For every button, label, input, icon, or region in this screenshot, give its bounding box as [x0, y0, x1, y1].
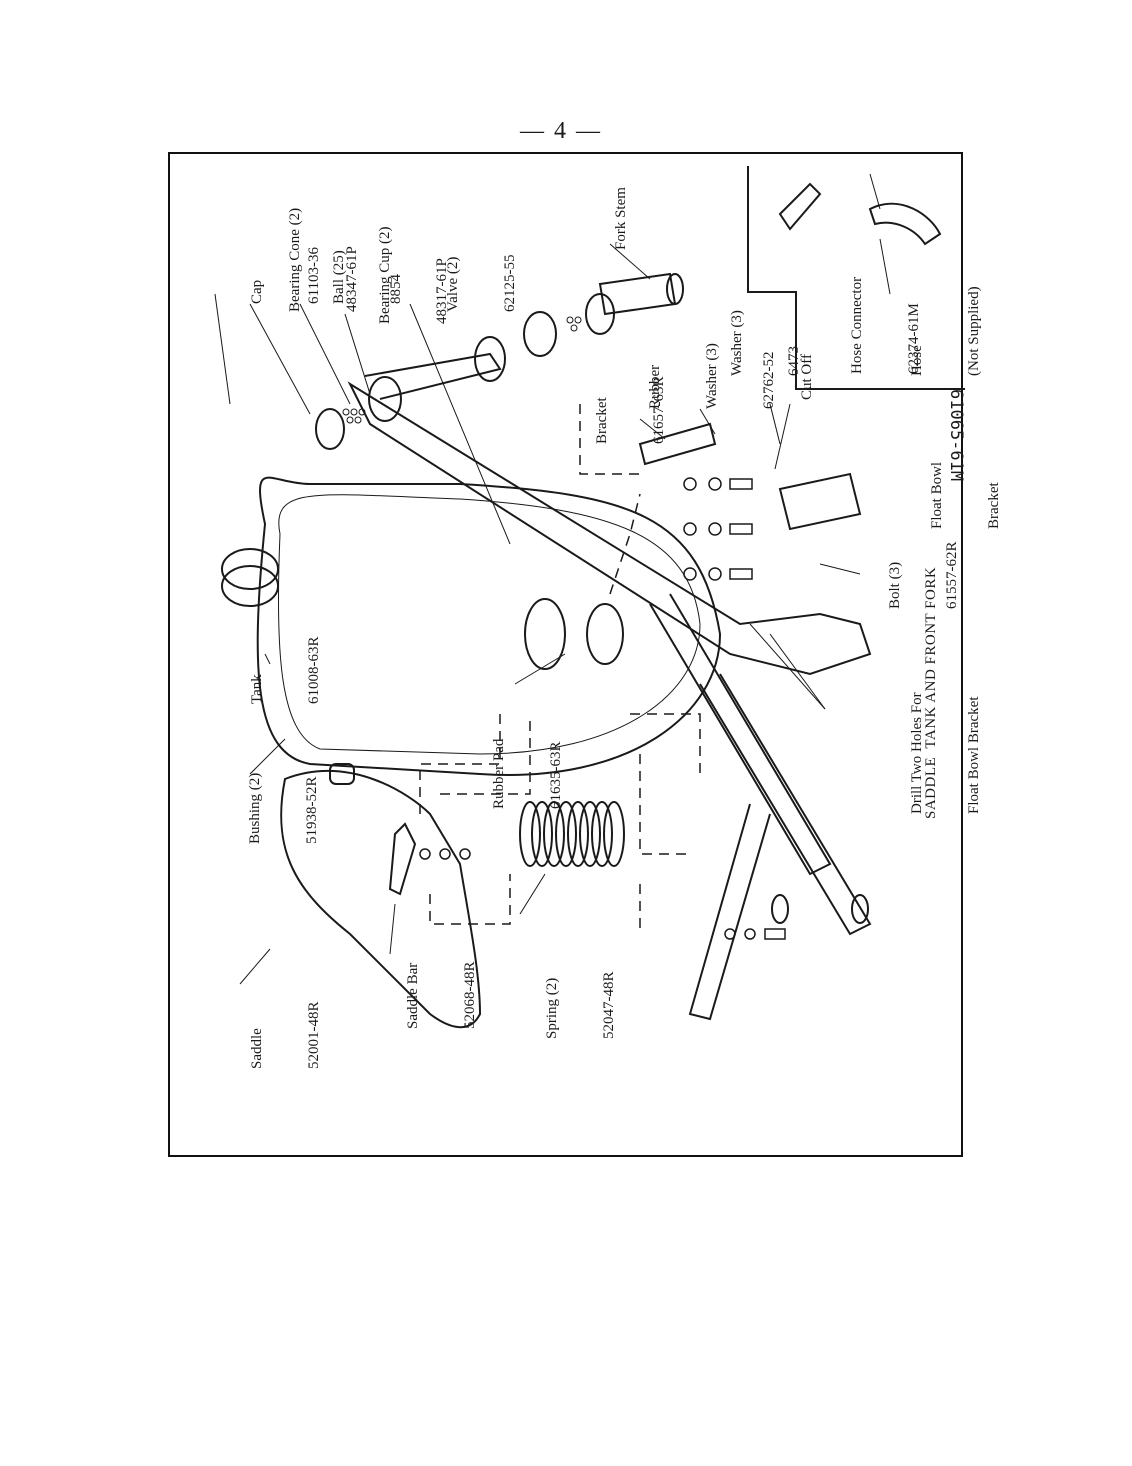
- label-valve-part: 62125-55: [502, 254, 518, 313]
- label-bushing-name: Bushing (2): [247, 772, 263, 844]
- label-rubber-pad-part: 61635-63R: [548, 741, 564, 810]
- bolts-washers: [419, 477, 786, 940]
- rubber-pad: [524, 598, 566, 670]
- label-saddle-name: Saddle: [249, 1028, 265, 1069]
- label-rubber-washer-line1: Rubber: [647, 364, 663, 409]
- saddle-bar: [388, 822, 417, 896]
- label-hose: Hose (Not Supplied): [870, 286, 1022, 376]
- label-washer-name: Washer (3): [729, 310, 745, 376]
- hose-shape: [868, 202, 942, 246]
- label-spring-part: 52047-48R: [601, 971, 617, 1040]
- float-bowl-bracket: [778, 472, 862, 531]
- bearing-cone-2: [585, 293, 615, 335]
- label-hose-name: Hose: [909, 345, 925, 376]
- bearing-cup: [368, 376, 402, 422]
- label-saddle-bar-part: 52068-48R: [462, 961, 478, 1030]
- frame-main-tube: [347, 381, 872, 676]
- label-rubber-pad-name: Rubber Pad: [491, 738, 507, 809]
- label-bearing-cup-name: Bearing Cup (2): [377, 226, 393, 324]
- frame-top-tube: [364, 352, 502, 400]
- label-tank: Tank 61008-63R: [210, 637, 362, 705]
- hose-connector-shape: [778, 182, 822, 231]
- label-valve: Valve (2) 62125-55: [406, 255, 558, 313]
- fork-stem: [598, 272, 677, 316]
- tank-cap: [221, 548, 279, 590]
- label-float-bowl-line2: Bracket: [986, 482, 1002, 529]
- label-bolt-name: Bolt (3): [887, 561, 903, 609]
- diagram-frame: Cap 61103-36 Bearing Cone (2) 48347-61P …: [168, 152, 1002, 1157]
- fork-leg-lower: [699, 673, 872, 936]
- label-saddle-bar-name: Saddle Bar: [405, 962, 421, 1029]
- bushing: [329, 763, 355, 785]
- label-bushing: Bushing (2) 51938-52R: [208, 773, 360, 844]
- label-float-bowl-bracket: Float Bowl Bracket: [890, 462, 1042, 529]
- label-float-bowl-line1: Float Bowl: [929, 461, 945, 529]
- label-fork-stem: Fork Stem: [574, 187, 669, 250]
- label-spring-name: Spring (2): [544, 977, 560, 1039]
- label-saddle-bar: Saddle Bar 52068-48R: [366, 962, 518, 1030]
- fork-stem-end: [666, 273, 684, 305]
- fork-front: [688, 803, 771, 1021]
- tank-outline: [256, 476, 722, 776]
- fork-end-1: [851, 894, 869, 924]
- label-hose-note: (Not Supplied): [966, 286, 982, 376]
- label-saddle-part: 52001-48R: [306, 1001, 322, 1070]
- label-bushing-part: 51938-52R: [304, 776, 320, 845]
- handwritten-part-number: 61065-61M: [946, 389, 966, 482]
- label-rubber-pad: Rubber Pad 61635-63R: [452, 739, 604, 809]
- label-hose-connector-name: Hose Connector: [849, 276, 865, 374]
- ball-group: [342, 316, 582, 424]
- bearing-cone: [315, 408, 345, 450]
- label-bolt-part: 61557-62R: [944, 541, 960, 610]
- label-valve-name: Valve (2): [445, 256, 461, 312]
- bracket-plate: [638, 422, 717, 466]
- label-fork-stem-name: Fork Stem: [613, 187, 629, 250]
- hose-inset-box: [747, 166, 965, 390]
- page-number: — 4 —: [520, 118, 602, 144]
- label-drill-note-line2: Float Bowl Bracket: [966, 696, 982, 814]
- label-spring: Spring (2) 52047-48R: [505, 972, 657, 1040]
- label-drill-note: Drill Two Holes For Float Bowl Bracket: [870, 692, 1022, 814]
- label-tank-name: Tank: [249, 674, 265, 704]
- bearing-cup-2: [523, 311, 557, 357]
- fork-end-2: [771, 894, 789, 924]
- label-drill-note-line1: Drill Two Holes For: [909, 692, 925, 814]
- label-tank-part: 61008-63R: [306, 636, 322, 705]
- saddle-shape: [280, 770, 482, 1029]
- label-saddle: Saddle 52001-48R: [210, 1002, 362, 1070]
- spring-coil: [519, 801, 625, 867]
- head-tube: [474, 336, 506, 382]
- exploded-parts-diagram: [214, 166, 965, 1029]
- fork-leg-upper: [649, 593, 832, 876]
